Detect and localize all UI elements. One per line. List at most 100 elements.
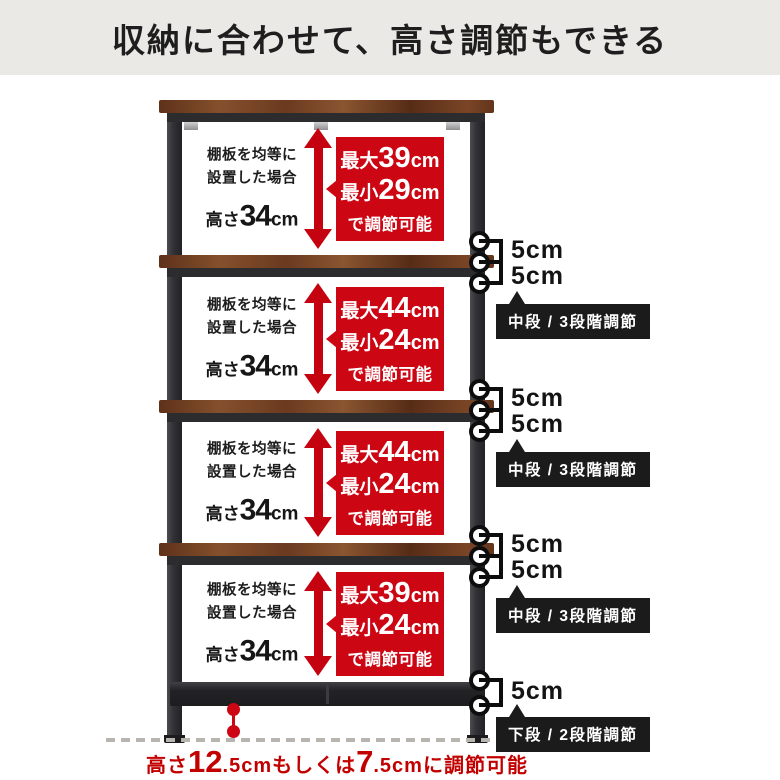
- badge-max-row: 最大 39 cm: [336, 142, 444, 174]
- bracket-line: [479, 387, 503, 391]
- min-unit: cm: [410, 182, 440, 204]
- section-4-label: 棚板を均等に 設置した場合 高さ 34 cm: [182, 579, 322, 668]
- arrow-shaft: [313, 148, 323, 229]
- arrow-head-up: [304, 428, 332, 448]
- bottom-caption: 高さ 12 .5cm もしくは 7 .5cm に調節可能: [107, 744, 567, 780]
- caption-unit: .5cm: [222, 755, 273, 777]
- double-arrow-icon: [304, 571, 332, 676]
- badge-max-row: 最大 44 cm: [336, 436, 444, 468]
- bracket-line: [479, 554, 503, 558]
- bracket-line: [479, 678, 503, 682]
- height-unit: cm: [270, 359, 299, 381]
- max-prefix: 最大: [340, 150, 379, 172]
- arrow-head-up: [304, 128, 332, 148]
- bracket-line: [499, 239, 503, 285]
- height-value: 34: [239, 349, 272, 383]
- badge-min-row: 最小 29 cm: [336, 174, 444, 206]
- gap-size-label: 5cm: [511, 530, 565, 558]
- badge-max-row: 最大 39 cm: [336, 577, 444, 609]
- section-label-line2: 設置した場合: [207, 605, 297, 621]
- bottom-tray-divider: [326, 685, 329, 704]
- gap-size-label: 5cm: [511, 556, 565, 584]
- max-prefix: 最大: [340, 444, 379, 466]
- shelf-frame-bar-4: [167, 556, 485, 565]
- height-unit: cm: [270, 644, 299, 666]
- gap-size-label: 5cm: [511, 677, 565, 705]
- badge-min-row: 最小 24 cm: [336, 609, 444, 641]
- section-3: 棚板を均等に 設置した場合 高さ 34 cm 最大 44 cm 最小 24 c: [182, 422, 470, 543]
- callout-triangle: [509, 439, 525, 452]
- bracket-line: [479, 281, 503, 285]
- adjust-range-badge-1: 最大 39 cm 最小 29 cm で調節可能: [326, 136, 444, 241]
- height-prefix: 高さ: [205, 504, 240, 524]
- badge-notch: [326, 329, 337, 348]
- arrow-head-up: [304, 571, 332, 591]
- bracket-line: [499, 678, 503, 707]
- section-label-line1: 棚板を均等に: [207, 440, 297, 457]
- section-height: 高さ 34 cm: [182, 349, 322, 383]
- section-3-label: 棚板を均等に 設置した場合 高さ 34 cm: [182, 438, 322, 527]
- shelf-frame-bar-2: [167, 268, 485, 277]
- shelf-board-1: [159, 100, 494, 113]
- adjust-range-badge-2: 最大 44 cm 最小 24 cm で調節可能: [326, 286, 444, 391]
- floor-dashed-line: [106, 738, 496, 742]
- section-4: 棚板を均等に 設置した場合 高さ 34 cm 最大 39 cm 最小 24 c: [182, 565, 470, 682]
- min-unit: cm: [410, 617, 440, 639]
- bracket-line: [479, 575, 503, 579]
- bracket-line: [479, 703, 503, 707]
- height-value: 34: [239, 634, 272, 668]
- min-value: 24: [378, 609, 411, 641]
- gap-annotation-2: 5cm 5cm 中段 / 3段階調節: [469, 378, 719, 487]
- arrow-head-down: [304, 517, 332, 537]
- page-title: 収納に合わせて、高さ調節もできる: [111, 21, 669, 59]
- min-value: 29: [378, 174, 411, 206]
- gap-size-label: 5cm: [511, 262, 565, 290]
- caption-text: 高さ: [146, 755, 189, 777]
- caption-text: に調節可能: [422, 755, 528, 777]
- arrow-head-up: [304, 283, 332, 303]
- max-prefix: 最大: [340, 300, 379, 322]
- arrow-head-down: [304, 656, 332, 676]
- min-value: 24: [378, 468, 411, 500]
- section-label-line1: 棚板を均等に: [207, 296, 297, 313]
- corner-bracket: [184, 122, 198, 130]
- bracket-line: [479, 239, 503, 243]
- height-prefix: 高さ: [205, 645, 240, 665]
- badge-notch: [326, 614, 337, 633]
- corner-bracket: [314, 122, 328, 130]
- bracket-line: [479, 533, 503, 537]
- badge-note: で調節可能: [347, 366, 433, 385]
- middle-tier-label: 中段 / 3段階調節: [496, 304, 650, 339]
- min-prefix: 最小: [340, 333, 379, 354]
- caption-value-12: 12: [188, 744, 223, 779]
- height-prefix: 高さ: [205, 360, 240, 380]
- badge-notch: [326, 179, 337, 198]
- bracket-line: [479, 408, 503, 412]
- height-prefix: 高さ: [205, 210, 240, 230]
- bracket-line: [479, 429, 503, 433]
- callout-triangle: [509, 585, 525, 598]
- height-indicator-dot: [227, 725, 240, 738]
- double-arrow-icon: [304, 428, 332, 537]
- height-value: 34: [239, 493, 272, 527]
- bottom-tier-label: 下段 / 2段階調節: [496, 717, 650, 752]
- max-unit: cm: [410, 299, 440, 322]
- middle-tier-label: 中段 / 3段階調節: [496, 598, 650, 633]
- height-indicator-dot: [227, 703, 240, 716]
- gap-annotation-bottom: 5cm 下段 / 2段階調節: [469, 669, 719, 752]
- badge-note: で調節可能: [347, 216, 433, 235]
- caption-text: もしくは: [272, 755, 357, 777]
- middle-tier-label: 中段 / 3段階調節: [496, 452, 650, 487]
- shelf-board-3: [159, 400, 494, 413]
- badge-note: で調節可能: [347, 510, 433, 529]
- section-2-label: 棚板を均等に 設置した場合 高さ 34 cm: [182, 294, 322, 383]
- corner-bracket: [446, 122, 460, 130]
- bracket-line: [479, 260, 503, 264]
- section-label-line2: 設置した場合: [207, 464, 297, 480]
- height-unit: cm: [270, 209, 299, 231]
- max-value: 39: [378, 141, 411, 174]
- callout-triangle: [509, 291, 525, 304]
- title-band: 収納に合わせて、高さ調節もできる: [0, 0, 780, 75]
- section-label-line2: 設置した場合: [207, 170, 297, 186]
- min-prefix: 最小: [340, 618, 379, 639]
